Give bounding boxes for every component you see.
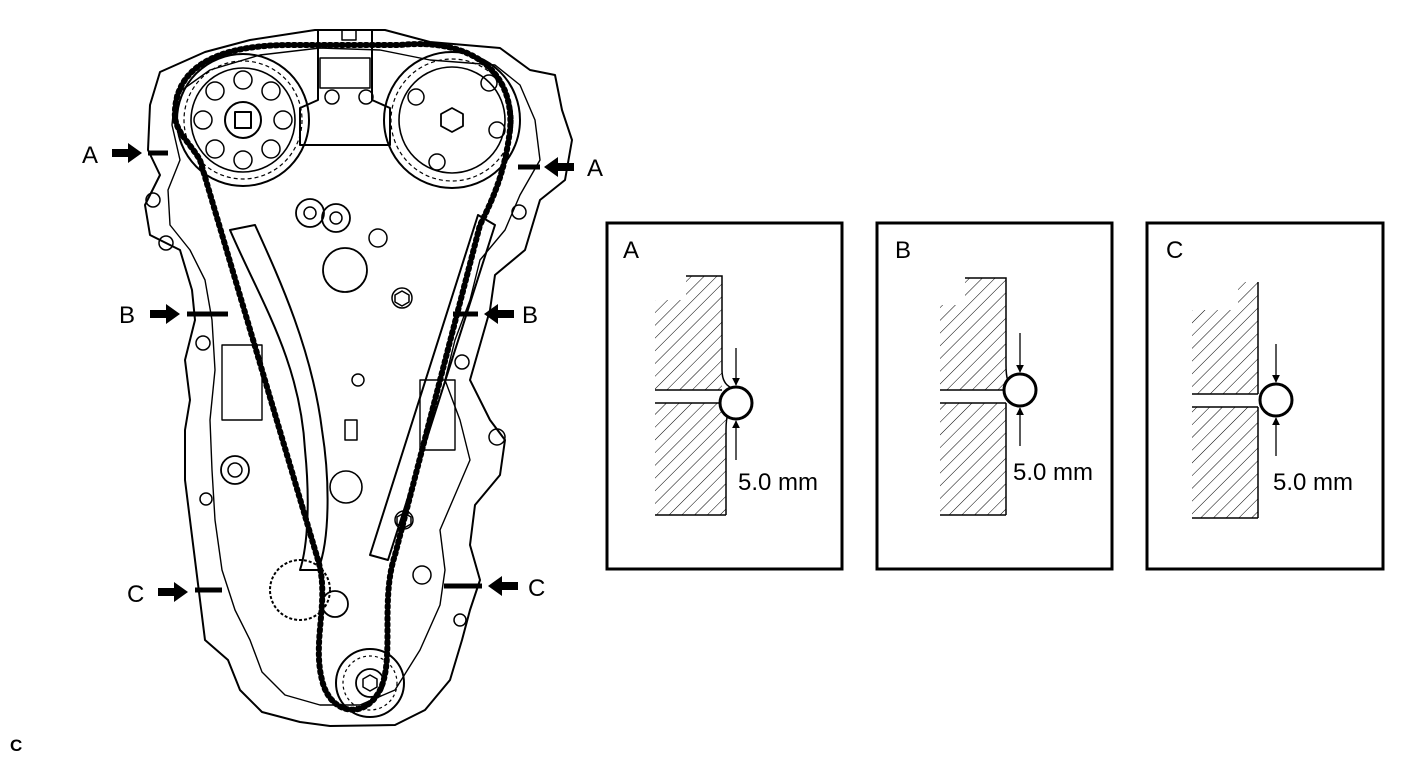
exhaust-cam-sprocket bbox=[383, 51, 521, 189]
section-marks bbox=[148, 150, 540, 593]
detail-a-title: A bbox=[623, 237, 639, 264]
engine-inner-outline bbox=[167, 47, 541, 706]
detail-b-title: B bbox=[895, 237, 911, 264]
engine-front-view bbox=[144, 29, 573, 727]
detail-panel-c: C 5.0 mm bbox=[1145, 221, 1385, 571]
timing-chain bbox=[171, 41, 514, 713]
corner-mark: C bbox=[10, 736, 22, 755]
detail-panel-a: A 5.0 mm bbox=[605, 221, 844, 571]
label-a-left: A bbox=[82, 142, 98, 169]
label-b-left: B bbox=[119, 302, 135, 329]
label-a-right: A bbox=[587, 155, 603, 182]
detail-panel-b: B 5.0 mm bbox=[875, 221, 1114, 571]
crankshaft-sprocket bbox=[335, 648, 405, 718]
section-arrows bbox=[112, 143, 574, 602]
arrow-c-left-icon bbox=[158, 582, 188, 602]
arrow-b-left-icon bbox=[150, 304, 180, 324]
arrow-a-left-icon bbox=[112, 143, 142, 163]
chain-tensioner-housing bbox=[299, 29, 391, 146]
detail-c-title: C bbox=[1166, 237, 1183, 264]
detail-c-dimension: 5.0 mm bbox=[1273, 469, 1353, 496]
intake-cam-sprocket bbox=[176, 53, 310, 187]
label-c-right: C bbox=[528, 575, 545, 602]
engine-block-outline bbox=[144, 29, 573, 727]
chain-damper-guide bbox=[369, 214, 496, 561]
label-c-left: C bbox=[127, 581, 144, 608]
chain-slipper-guide bbox=[229, 224, 329, 571]
label-b-right: B bbox=[522, 302, 538, 329]
detail-a-dimension: 5.0 mm bbox=[738, 469, 818, 496]
detail-b-dimension: 5.0 mm bbox=[1013, 459, 1093, 486]
arrow-a-right-icon bbox=[544, 157, 574, 177]
arrow-c-right-icon bbox=[488, 576, 518, 596]
arrow-b-right-icon bbox=[484, 304, 514, 324]
